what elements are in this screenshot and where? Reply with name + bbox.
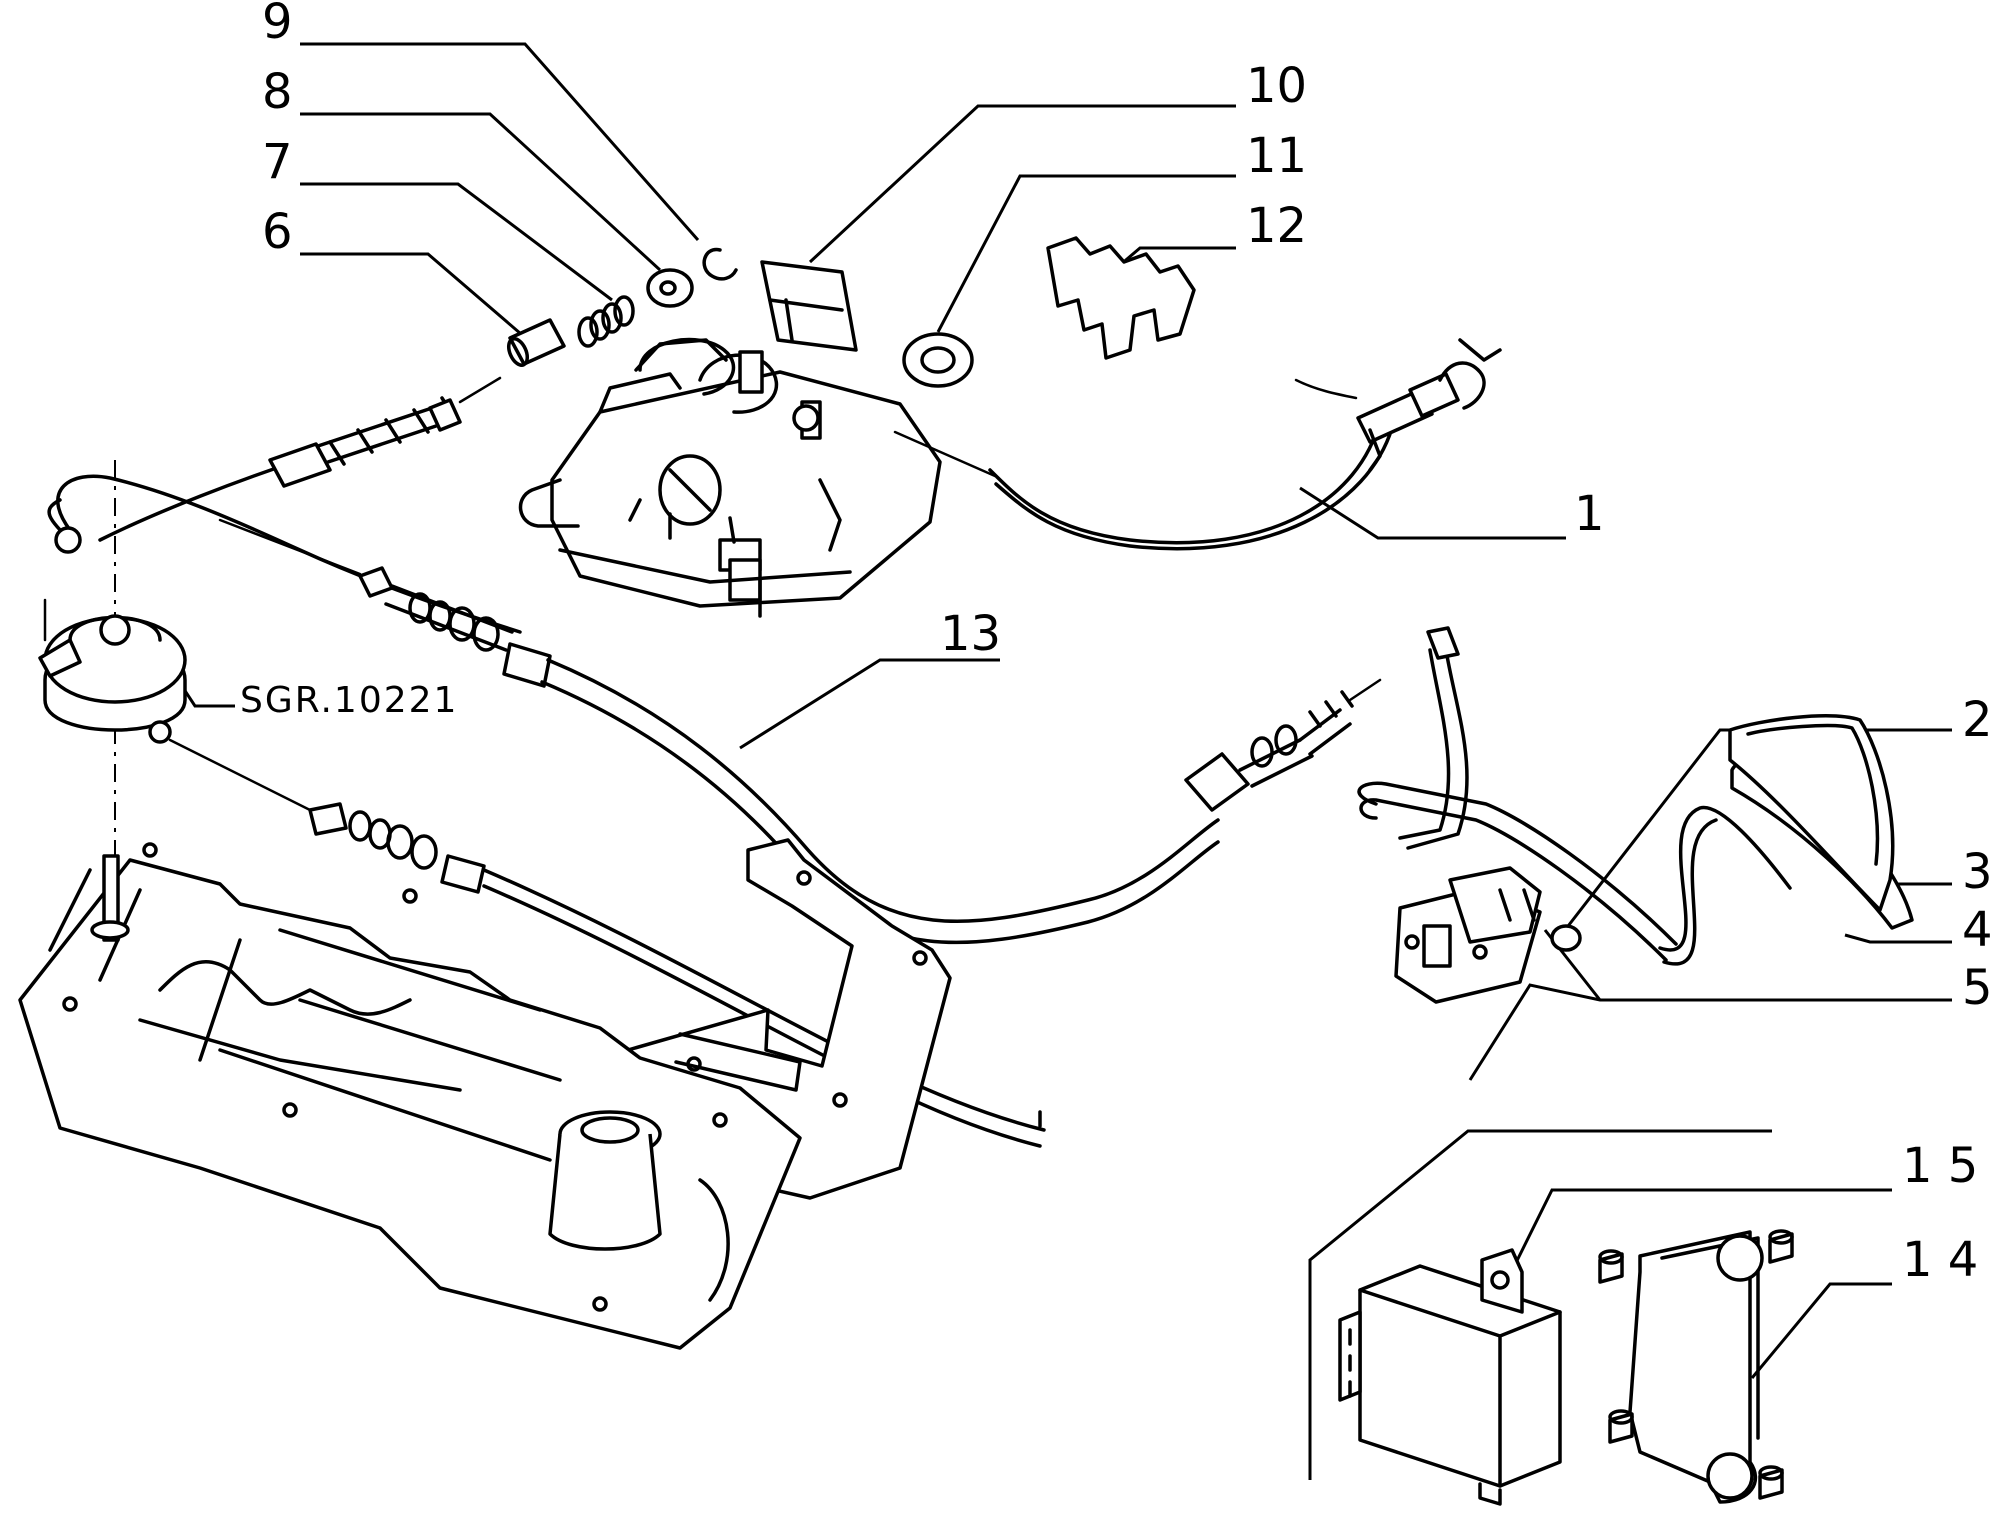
part-8-washer: [646, 268, 694, 308]
callout-3: 3: [1962, 844, 1992, 900]
callout-6: 6: [262, 204, 293, 260]
carburettor: [518, 337, 942, 618]
callout-13: 13: [940, 606, 1001, 662]
rocker-cover: [18, 842, 802, 1350]
callout-4: 4: [1962, 902, 1992, 958]
part-6-sleeve: [506, 318, 566, 367]
callout-15: 1 5: [1902, 1138, 1978, 1194]
lower-cable: [148, 720, 1046, 1148]
part-9-clip: [702, 247, 738, 281]
callout-12: 12: [1246, 198, 1307, 254]
mounting-plate: [1598, 1229, 1794, 1504]
part-10-bracket: [760, 260, 858, 352]
callout-8: 8: [262, 64, 293, 120]
part-12-clamp: [1046, 236, 1196, 360]
pedal-assembly: [1357, 626, 1914, 1004]
reference-code: SGR.10221: [240, 680, 458, 721]
callout-11: 11: [1246, 128, 1307, 184]
control-module: [1338, 1248, 1562, 1506]
pulley: [38, 460, 187, 900]
callout-14: 1 4: [1902, 1232, 1978, 1288]
callout-9: 9: [262, 0, 293, 50]
callout-1: 1: [1574, 486, 1605, 542]
throttle-cable: [893, 338, 1502, 551]
callout-7: 7: [262, 134, 293, 190]
part-7-spring: [577, 295, 635, 348]
callout-2: 2: [1962, 692, 1992, 748]
callout-5: 5: [1962, 960, 1992, 1016]
part-11-grommet: [902, 332, 974, 388]
callout-10: 10: [1246, 58, 1307, 114]
